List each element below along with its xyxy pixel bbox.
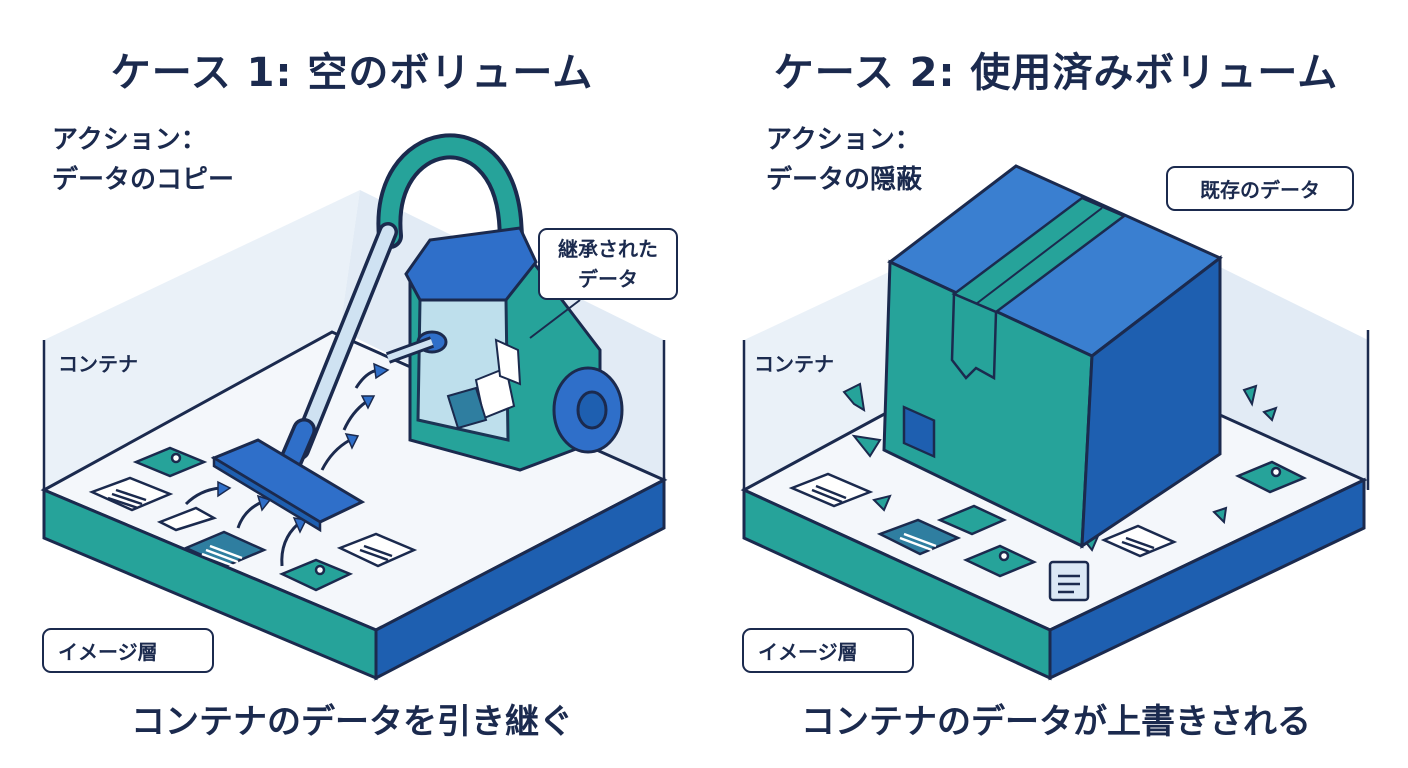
image-layer-side [1048, 477, 1366, 681]
existing-data-tag: 既存のデータ [1166, 166, 1354, 211]
case-1-caption: コンテナのデータを引き継ぐ [131, 702, 573, 742]
case-1-action: アクション： データのコピー [52, 120, 234, 200]
image-layer-tag: イメージ層 [742, 628, 914, 673]
arrow-icon [184, 368, 379, 567]
case-1-panel: ケース 1: 空のボリューム [40, 50, 678, 742]
case-1-illustration [40, 133, 668, 681]
document-icon [182, 530, 268, 568]
cardboard-box-icon [882, 164, 1223, 549]
case-2-action: アクション： データの隠蔽 [766, 120, 922, 200]
image-icon [1234, 460, 1308, 494]
document-icon [1048, 560, 1090, 602]
image-icon [962, 544, 1038, 578]
case-2-panel: ケース 2: 使用済みボリューム [704, 0, 1408, 768]
debris-icon [842, 382, 1278, 552]
image-icon [132, 446, 208, 478]
document-icon [876, 518, 962, 556]
container-label: コンテナ [754, 352, 834, 376]
image-layer-tag: イメージ層 [42, 628, 214, 673]
inherited-data-callout: 継承された データ [538, 228, 678, 300]
container-back-wall [44, 190, 360, 490]
image-layer-side [374, 477, 666, 681]
case-1-title: ケース 1: 空のボリューム [110, 50, 594, 96]
image-icon [278, 558, 354, 592]
document-icon [88, 476, 174, 512]
action-heading: アクション： [52, 125, 207, 155]
vacuum-cleaner-icon [385, 226, 624, 472]
document-icon [1100, 524, 1178, 558]
callout-line-1: 継承された [558, 237, 658, 261]
case-2-caption: コンテナのデータが上書きされる [801, 702, 1311, 742]
action-description: データのコピー [52, 165, 235, 195]
document-icon [336, 532, 418, 568]
case-2-title: ケース 2: 使用済みボリューム [773, 50, 1339, 96]
action-heading: アクション： [766, 125, 921, 155]
paper-fragment-icon [156, 506, 218, 532]
image-icon [936, 504, 1008, 536]
container-label: コンテナ [58, 352, 138, 376]
action-description: データの隠蔽 [766, 165, 923, 195]
document-icon [788, 472, 874, 508]
callout-line-2: データ [578, 267, 638, 291]
case-2-illustration [740, 164, 1370, 681]
